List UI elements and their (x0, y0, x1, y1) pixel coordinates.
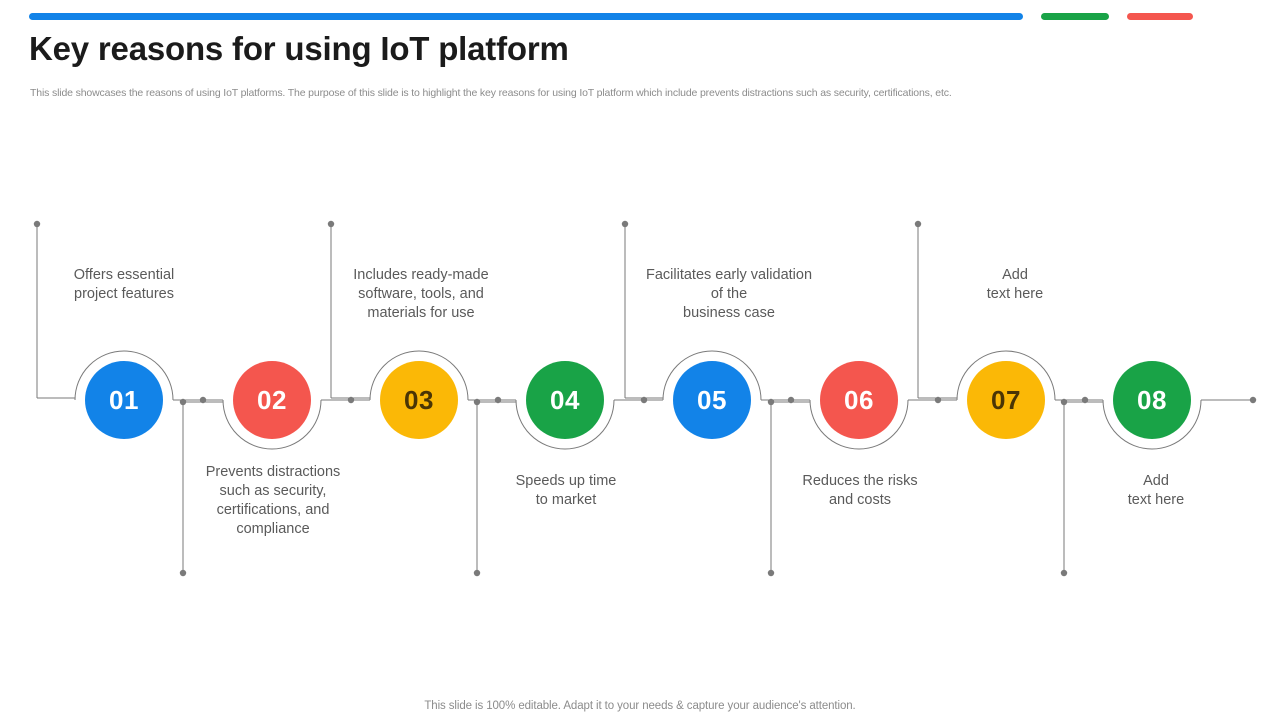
process-node-02[interactable]: 02 (233, 361, 311, 439)
process-node-number: 06 (844, 384, 874, 415)
process-node-number: 05 (697, 384, 727, 415)
process-label-02: Prevents distractions such as security, … (205, 464, 341, 537)
process-node-03[interactable]: 03 (380, 361, 458, 439)
accent-bar-red (1127, 13, 1193, 20)
process-label-06: Reduces the risks and costs (802, 473, 918, 508)
page-title: Key reasons for using IoT platform (29, 30, 569, 67)
process-node-number: 01 (109, 384, 139, 415)
accent-bar-green (1041, 13, 1109, 20)
page-subtitle: This slide showcases the reasons of usin… (30, 87, 952, 99)
process-node-05[interactable]: 05 (673, 361, 751, 439)
process-node-number: 07 (991, 384, 1021, 415)
process-label-01: Offers essential project features (73, 267, 175, 302)
footer-note: This slide is 100% editable. Adapt it to… (424, 700, 856, 712)
process-node-number: 08 (1137, 384, 1167, 415)
process-node-07[interactable]: 07 (967, 361, 1045, 439)
process-node-number: 04 (550, 384, 580, 415)
process-node-number: 02 (257, 384, 287, 415)
process-label-05: Facilitates early validation of the busi… (645, 267, 813, 321)
process-node-06[interactable]: 06 (820, 361, 898, 439)
process-node-01[interactable]: 01 (85, 361, 163, 439)
accent-bar-row (0, 13, 1280, 21)
process-label-03: Includes ready-made software, tools, and… (353, 267, 489, 321)
process-label-08: Add text here (1127, 473, 1185, 508)
accent-bar-primary (29, 13, 1023, 20)
process-label-07: Add text here (986, 267, 1044, 302)
process-node-number: 03 (404, 384, 434, 415)
process-label-04: Speeds up time to market (515, 473, 617, 508)
process-node-04[interactable]: 04 (526, 361, 604, 439)
process-node-08[interactable]: 08 (1113, 361, 1191, 439)
